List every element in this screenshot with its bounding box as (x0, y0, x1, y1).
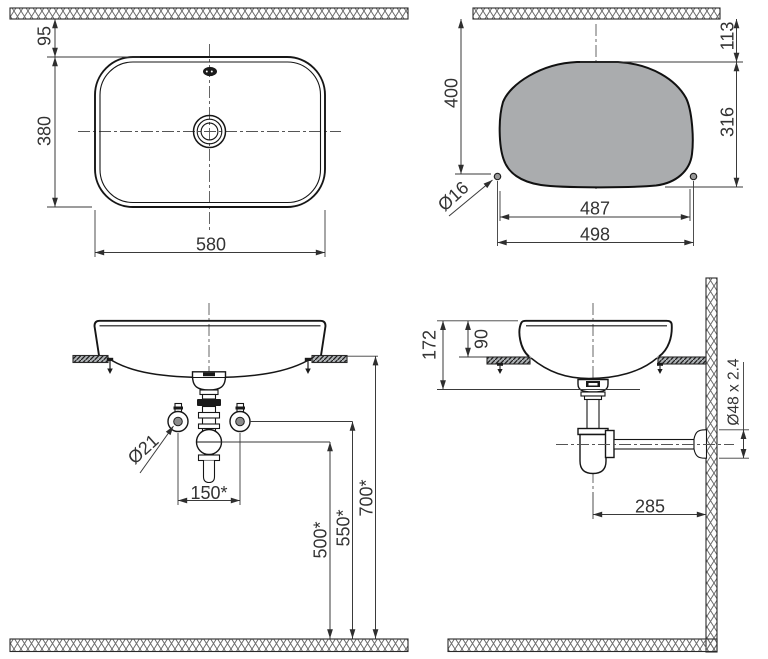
dim-label-90: 90 (471, 329, 491, 349)
leader-supply-diameter: Ø21 (124, 425, 174, 474)
dim-label-172: 172 (419, 330, 439, 360)
dimension-waste-pipe-size: Ø48 x 2.4 (719, 358, 749, 459)
basin-side-outline (518, 319, 673, 358)
dimension-waste-outlet-height: 500* (310, 442, 333, 639)
dim-label-700: 700* (356, 479, 376, 516)
mounting-clip-side-right (657, 362, 663, 374)
dim-label-487: 487 (580, 198, 610, 218)
cutout-shape (498, 61, 694, 189)
dim-label-95: 95 (34, 26, 54, 46)
dimension-counter-height: 700* (356, 356, 379, 639)
dim-label-113: 113 (717, 22, 737, 51)
dimension-drain-to-wall: 285 (592, 492, 706, 519)
dim-label-150: 150* (190, 483, 227, 503)
floor-hatch-right (447, 638, 718, 653)
mounting-clip-left (106, 357, 114, 374)
dimension-rim-above-counter: 90 (465, 320, 491, 357)
wall-hatch-cutout (472, 7, 721, 20)
counter-hatch-right (311, 354, 348, 364)
basin-front-outline (93, 319, 327, 356)
dimension-cutout-width: 487 (499, 189, 691, 221)
supply-valve-right (229, 402, 251, 433)
supply-valve-left (167, 402, 189, 433)
overflow-slot-dot (205, 70, 208, 73)
dimension-basin-depth: 380 (34, 57, 92, 208)
side-view: 172 90 Ø48 x 2.4 285 (419, 277, 749, 653)
drain-plan (192, 114, 227, 149)
dim-label-316: 316 (717, 107, 737, 137)
dim-label-o16: Ø16 (434, 177, 473, 215)
dim-label-380: 380 (34, 116, 54, 146)
floor-hatch-left (9, 638, 409, 653)
front-view: Ø21 150* 500* 550* 700* (9, 303, 409, 653)
dimension-supply-spacing: 150* (177, 433, 241, 505)
dim-label-o21: Ø21 (124, 430, 163, 468)
counter-hatch-side-left (486, 356, 531, 365)
plan-view: 95 380 580 (9, 7, 409, 257)
mounting-clip-right (304, 357, 312, 374)
counter-hatch-left (72, 354, 109, 364)
wall-hatch-plan (9, 7, 409, 20)
dimension-cutout-depth: 316 (665, 62, 743, 188)
dim-label-o48: Ø48 x 2.4 (725, 358, 742, 426)
dimension-supply-height: 550* (333, 421, 356, 639)
basin-plan-inner-rim (99, 61, 322, 204)
leader-fixing-hole-diameter: Ø16 (434, 177, 493, 217)
fixing-hole-right (689, 172, 698, 181)
drain-assembly-side (556, 378, 734, 475)
drain-assembly-front (191, 371, 227, 484)
dimension-wall-to-cutout: 113 (580, 19, 743, 63)
mounting-clip-side-left (497, 362, 503, 374)
dim-label-400: 400 (441, 78, 461, 108)
dimension-wall-offset: 95 (34, 19, 140, 58)
dimension-wall-to-holes: 400 (441, 19, 491, 175)
dim-label-580: 580 (196, 234, 226, 254)
dimension-basin-width: 580 (94, 210, 326, 257)
cutout-view: 400 113 316 Ø16 487 (434, 7, 743, 246)
dim-label-500: 500* (310, 521, 330, 558)
counter-hatch-side-right (657, 356, 707, 365)
basin-side-bowl-underside (530, 357, 658, 380)
dim-label-498: 498 (580, 224, 610, 244)
dimension-hole-spacing: 498 (497, 181, 694, 246)
fixing-hole-left (493, 172, 502, 181)
basin-plan-outer-rim (94, 56, 326, 208)
dim-label-550: 550* (333, 509, 353, 546)
wall-hatch-side (705, 277, 718, 653)
dim-label-285: 285 (635, 496, 665, 516)
overflow-slot-dot (210, 70, 213, 73)
overflow-hole (203, 66, 217, 77)
dimension-basin-height: 172 (419, 320, 640, 390)
